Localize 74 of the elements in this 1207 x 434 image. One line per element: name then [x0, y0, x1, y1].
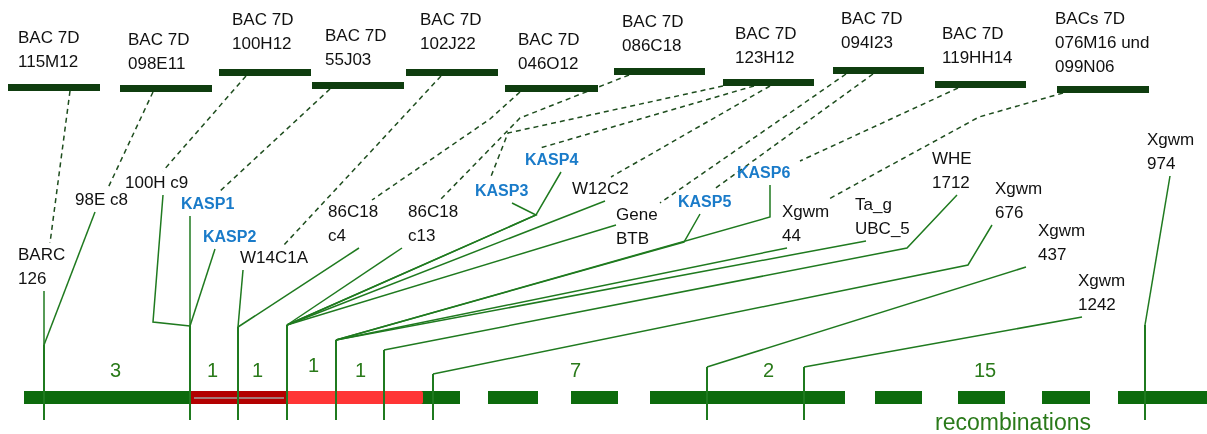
dashed-connector — [659, 73, 847, 204]
recombination-count: 1 — [207, 358, 219, 382]
clone-label: BAC 7D 119HH14 — [942, 23, 1014, 69]
locus-tick — [1144, 325, 1146, 420]
leader-line — [152, 194, 191, 327]
locus-tick — [286, 325, 288, 420]
marker-label: WHE 1712 — [932, 147, 984, 195]
leader-line — [286, 247, 403, 326]
marker-label: 98E c8 — [75, 188, 128, 212]
leader-line — [189, 215, 191, 327]
clone-label: BAC 7D 55J03 — [325, 25, 388, 71]
leader-line — [706, 266, 1027, 368]
recombination-count: 3 — [110, 358, 122, 382]
marker-label: BARC 126 — [18, 243, 70, 291]
marker-label: Ta_g UBC_5 — [855, 193, 927, 241]
leader-line — [335, 184, 771, 341]
clone-label: BAC 7D 094I23 — [841, 8, 904, 54]
dashed-connector — [539, 85, 755, 149]
leader-line — [43, 290, 45, 346]
marker-label: Xgwm 974 — [1147, 128, 1202, 176]
dashed-connector — [218, 88, 331, 193]
recombination-count: 1 — [252, 358, 264, 382]
dashed-connector — [610, 85, 771, 178]
recombination-count: 1 — [355, 358, 367, 382]
marker-label: Xgwm 1242 — [1078, 269, 1133, 317]
leader-line — [237, 247, 360, 328]
clone-label: BAC 7D 046O12 — [518, 29, 581, 75]
locus-tick — [432, 374, 434, 420]
recombination-count: 2 — [763, 358, 775, 382]
marker-label: 86C18 c4 — [328, 200, 384, 248]
marker-label: KASP2 — [203, 225, 257, 249]
leader-line — [803, 316, 1083, 368]
axis-caption: recombinations — [935, 410, 1091, 434]
dashed-connector — [439, 74, 630, 201]
clone-label: BAC 7D 115M12 — [18, 27, 81, 73]
marker-label: KASP4 — [525, 148, 579, 172]
leader-line — [189, 248, 216, 327]
leader-line — [432, 224, 993, 375]
locus-tick — [43, 345, 45, 420]
dashed-connector — [107, 91, 154, 189]
leader-line — [1144, 175, 1171, 326]
marker-label: KASP1 — [181, 192, 235, 216]
clone-label: BAC 7D 086C18 — [622, 11, 685, 57]
clone-label: BAC 7D 102J22 — [420, 9, 483, 55]
dashed-connector — [371, 91, 521, 201]
locus-tick — [189, 326, 191, 420]
marker-label: Gene BTB — [616, 203, 666, 251]
locus-tick — [237, 327, 239, 420]
marker-label: KASP3 — [475, 179, 529, 203]
locus-tick — [706, 367, 708, 420]
leader-line — [286, 224, 617, 326]
dashed-connector — [799, 87, 959, 162]
leader-line — [43, 211, 96, 346]
dashed-connector — [282, 75, 442, 247]
recombination-count: 7 — [570, 358, 582, 382]
locus-tick — [803, 367, 805, 420]
marker-label: KASP6 — [737, 161, 791, 185]
clone-label: BAC 7D 123H12 — [735, 23, 798, 69]
leader-line — [237, 269, 244, 328]
marker-label: KASP5 — [678, 190, 732, 214]
clone-label: BAC 7D 100H12 — [232, 9, 295, 55]
marker-label: Xgwm 44 — [782, 200, 834, 248]
clone-label: BAC 7D 098E11 — [128, 29, 191, 75]
marker-label: W14C1A — [240, 246, 309, 270]
recombination-count: 15 — [974, 358, 997, 382]
clone-label: BACs 7D 076M16 und 099N06 — [1055, 8, 1151, 78]
locus-tick — [335, 340, 337, 420]
recombination-count: 1 — [308, 353, 320, 377]
leader-line — [383, 194, 958, 351]
locus-tick — [383, 350, 385, 420]
leader-line — [335, 240, 867, 341]
marker-label: 86C18 c13 — [408, 200, 464, 248]
marker-label: W12C2 — [572, 177, 629, 201]
dashed-connector — [162, 75, 247, 172]
